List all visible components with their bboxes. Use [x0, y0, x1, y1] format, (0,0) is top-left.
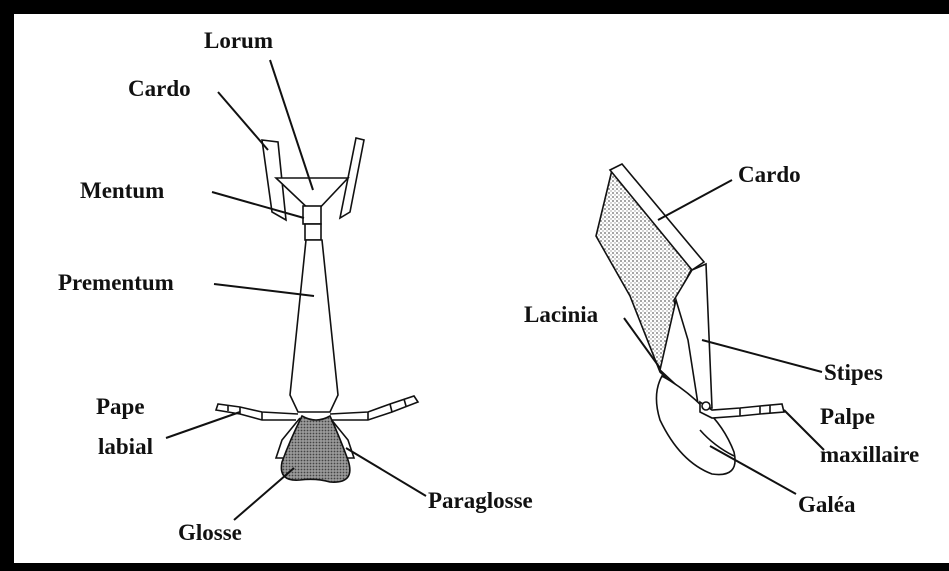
- mentum-shape: [303, 206, 321, 224]
- label-lorum: Lorum: [204, 28, 273, 54]
- prementum-shape: [290, 240, 338, 412]
- leader-paraglosse: [346, 448, 426, 496]
- leader-stipes: [702, 340, 822, 372]
- label-galea: Galéa: [798, 492, 856, 518]
- prementum-collar: [305, 224, 321, 240]
- leader-palpe-maxillaire: [784, 410, 824, 450]
- label-prementum: Prementum: [58, 270, 174, 296]
- label-palpe-maxillaire-line1: Palpe: [820, 404, 875, 430]
- leader-prementum: [214, 284, 314, 296]
- figure-panel: Lorum Cardo Mentum Prementum Pape labial…: [14, 14, 949, 563]
- label-palpe-labial-line1: Pape: [96, 394, 145, 420]
- label-palpe-maxillaire-line2: maxillaire: [820, 442, 919, 468]
- label-glosse: Glosse: [178, 520, 242, 546]
- leader-mentum: [212, 192, 304, 218]
- label-mentum: Mentum: [80, 178, 164, 204]
- label-stipes: Stipes: [824, 360, 883, 386]
- label-palpe-labial-line2: labial: [98, 434, 153, 460]
- leader-cardo-right: [658, 180, 732, 220]
- label-lacinia: Lacinia: [524, 302, 598, 328]
- label-cardo-labium: Cardo: [128, 76, 191, 102]
- leader-glosse: [234, 468, 294, 520]
- leader-cardo-left: [218, 92, 268, 150]
- label-cardo-maxilla: Cardo: [738, 162, 801, 188]
- leader-palpe-labial: [166, 412, 240, 438]
- glosse-shape: [281, 416, 349, 482]
- label-paraglosse: Paraglosse: [428, 488, 533, 514]
- labium-drawing: [216, 138, 418, 482]
